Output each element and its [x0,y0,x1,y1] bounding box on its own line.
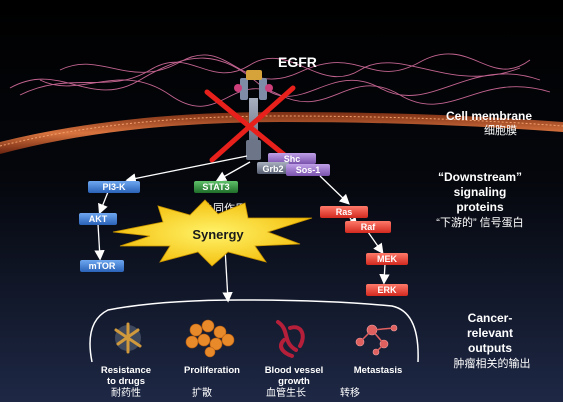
adaptor-shc: Shc [268,153,316,164]
svg-text:肿瘤相关的输出: 肿瘤相关的输出 [454,356,531,370]
svg-text:Sos-1: Sos-1 [296,165,321,175]
svg-text:耐药性: 耐药性 [111,386,141,399]
svg-text:Grb2: Grb2 [262,164,283,174]
svg-text:血管生长: 血管生长 [266,386,306,399]
membrane-label-zh: 细胞膜 [484,124,517,137]
egfr-label: EGFR [278,54,317,70]
output-resistance: Resistance to drugs 耐药性 [101,365,151,399]
cell-membrane [0,112,563,154]
membrane-label-en: Cell membrane [446,109,532,123]
output-metastasis: Metastasis 转移 [340,365,402,399]
svg-text:growth: growth [278,376,310,387]
synergy-label: Synergy [192,227,244,242]
svg-text:ERK: ERK [377,285,397,295]
svg-text:扩散: 扩散 [192,386,212,399]
signal-arrows [94,155,390,303]
svg-text:转移: 转移 [340,386,360,399]
svg-text:Raf: Raf [361,222,377,232]
adaptor-sos1: Sos-1 [286,164,330,176]
metastasis-icon [355,324,398,356]
pathway-box-ras: Ras [320,206,368,218]
svg-text:Blood vessel: Blood vessel [265,365,324,376]
svg-text:relevant: relevant [467,326,513,340]
svg-text:Resistance: Resistance [101,365,151,376]
synergy-star-icon [112,199,313,267]
output-blood-vessel: Blood vessel growth 血管生长 [265,365,324,399]
blood-vessel-icon [276,320,305,358]
svg-text:STAT3: STAT3 [202,182,229,192]
resistance-icon [114,322,142,354]
pathway-box-mtor: mTOR [80,260,124,272]
pathway-box-stat3: STAT3 [194,181,238,193]
svg-text:Cancer-: Cancer- [468,311,513,325]
svg-text:to drugs: to drugs [107,376,145,387]
svg-text:PI3-K: PI3-K [102,182,126,192]
pathway-box-raf: Raf [345,221,391,233]
svg-text:outputs: outputs [468,341,512,355]
svg-text:MEK: MEK [377,254,398,264]
cancer-outputs-label: Cancer- relevant outputs 肿瘤相关的输出 [454,311,531,370]
svg-text:mTOR: mTOR [89,261,116,271]
pathway-box-mek: MEK [366,253,408,265]
svg-text:Ras: Ras [336,207,353,217]
pathway-box-erk: ERK [366,284,408,296]
adaptor-grb2: Grb2 [257,162,289,174]
output-proliferation: Proliferation 扩散 [184,365,240,399]
svg-text:AKT: AKT [89,214,108,224]
svg-text:Shc: Shc [284,154,301,164]
svg-text:Metastasis: Metastasis [354,365,403,376]
svg-text:“Downstream”: “Downstream” [438,170,522,184]
membrane-texture [0,115,563,147]
svg-text:signaling: signaling [454,185,507,199]
pathway-box-pi3k: PI3-K [88,181,140,193]
downstream-label: “Downstream” signaling proteins “下游的” 信号… [436,170,523,229]
svg-text:proteins: proteins [456,200,504,214]
outputs-bracket [89,299,419,363]
svg-text:Proliferation: Proliferation [184,365,240,376]
inhibition-cross-icon [204,85,296,165]
svg-text:“下游的” 信号蛋白: “下游的” 信号蛋白 [436,215,523,229]
pathway-box-akt: AKT [79,213,117,225]
proliferation-icon [185,319,235,358]
